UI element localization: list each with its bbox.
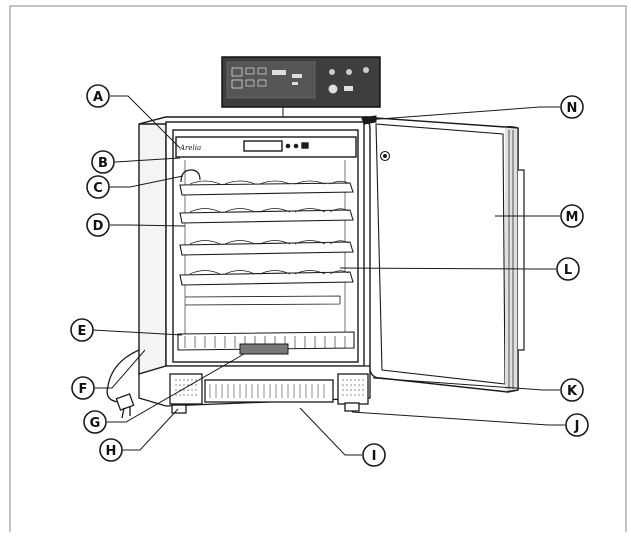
shelf-2: [179, 208, 354, 224]
callout-label-J: J: [574, 419, 580, 434]
callout-K: K: [560, 378, 584, 402]
callout-label-B: B: [98, 156, 108, 171]
callout-L: L: [556, 257, 580, 281]
callout-N: N: [560, 95, 584, 119]
shelf-3: [179, 240, 354, 256]
callout-label-A: A: [93, 90, 103, 105]
wine-shelves: [177, 180, 355, 351]
base: [138, 365, 371, 414]
callout-label-G: G: [90, 416, 101, 431]
callout-B: B: [91, 150, 115, 174]
callout-label-D: D: [93, 219, 104, 234]
callout-H: H: [99, 438, 123, 462]
callout-label-I: I: [372, 449, 377, 464]
power-plug: [115, 393, 135, 411]
shelf-bottom: [177, 331, 355, 351]
brand-logo: Arelia: [179, 144, 201, 152]
control-panel-inset: [221, 56, 381, 143]
callout-label-K: K: [567, 384, 578, 399]
inset-button-4: [344, 86, 353, 91]
callout-J: J: [565, 413, 589, 437]
foot-right: [344, 402, 360, 412]
callout-G: G: [83, 410, 107, 434]
callout-C: C: [86, 175, 110, 199]
callout-label-N: N: [567, 101, 578, 116]
leader-lines: [92, 95, 565, 456]
inset-button-2: [346, 69, 352, 75]
callout-label-H: H: [106, 444, 117, 459]
shelf-4: [179, 270, 354, 286]
callout-label-M: M: [566, 210, 579, 225]
frame-border: [9, 5, 627, 532]
callout-D: D: [86, 213, 110, 237]
shelf-1: [179, 180, 354, 196]
door: [361, 115, 525, 393]
inset-button-3: [363, 67, 369, 73]
power-cord: [106, 349, 140, 419]
inset-button-1: [329, 69, 335, 75]
callout-label-L: L: [564, 263, 572, 278]
callout-E: E: [70, 318, 94, 342]
inset-power-button: [328, 84, 338, 94]
callout-F: F: [71, 376, 95, 400]
foot-left: [171, 404, 187, 414]
callout-label-E: E: [78, 324, 87, 339]
door-handle: [518, 169, 525, 351]
base-vent-left: [169, 373, 203, 405]
base-vent-grille: [204, 379, 334, 403]
callout-label-F: F: [79, 382, 88, 397]
fan-grille: [239, 343, 289, 355]
callout-I: I: [362, 443, 386, 467]
base-vent-right: [337, 373, 369, 405]
callout-M: M: [560, 204, 584, 228]
callout-label-C: C: [93, 181, 103, 196]
callout-A: A: [86, 84, 110, 108]
